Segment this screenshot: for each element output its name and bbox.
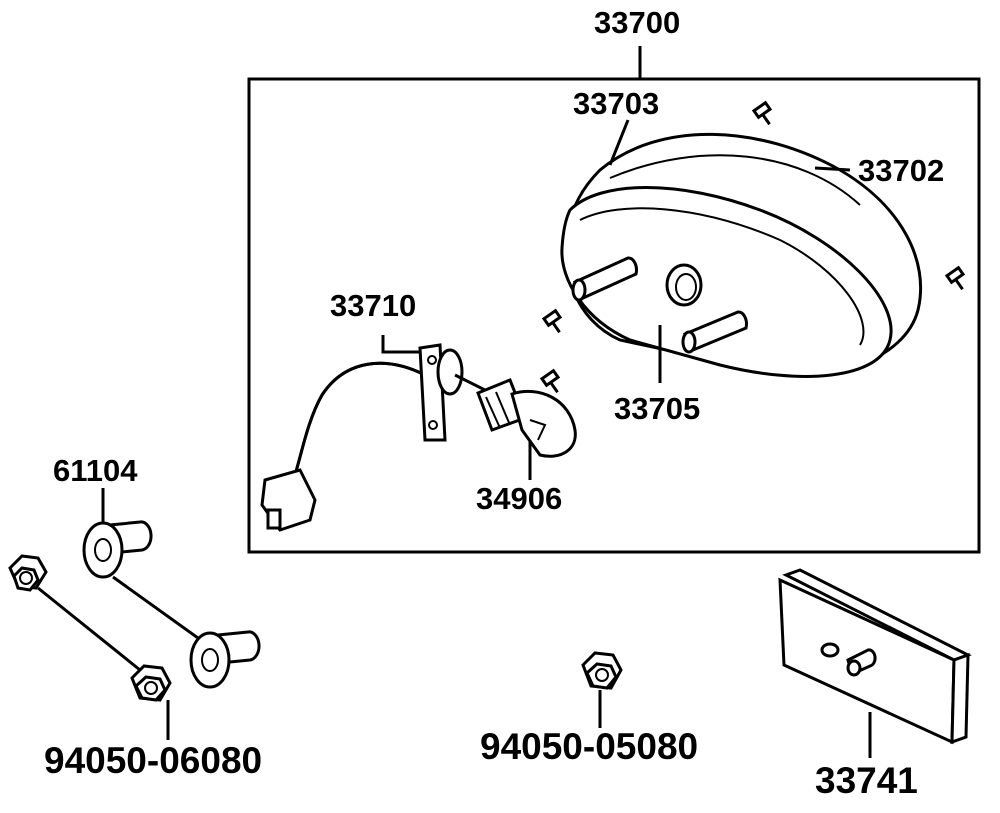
label-33705: 33705 (614, 391, 701, 426)
screws (539, 100, 966, 394)
collar-upper (82, 520, 153, 579)
label-33703: 33703 (573, 86, 660, 121)
label-94050-05080: 94050-05080 (480, 726, 699, 767)
label-33710: 33710 (330, 288, 417, 323)
label-34906: 34906 (476, 481, 563, 516)
assembly-frame (247, 46, 981, 554)
label-94050-06080: 94050-06080 (44, 740, 263, 781)
nut-left-lower (130, 664, 172, 702)
label-61104: 61104 (53, 453, 138, 488)
bulb (476, 378, 577, 458)
nut-center (581, 651, 623, 690)
collar-lower (189, 630, 261, 689)
label-33702: 33702 (858, 153, 945, 188)
socket-cord (260, 343, 496, 532)
lens-studs (571, 256, 748, 354)
label-33741: 33741 (815, 760, 918, 801)
nut-left-upper (8, 554, 48, 592)
label-33700: 33700 (594, 5, 681, 40)
leader-lines (101, 119, 872, 758)
plate-pad (778, 568, 972, 745)
tail-light-housing (560, 132, 923, 378)
